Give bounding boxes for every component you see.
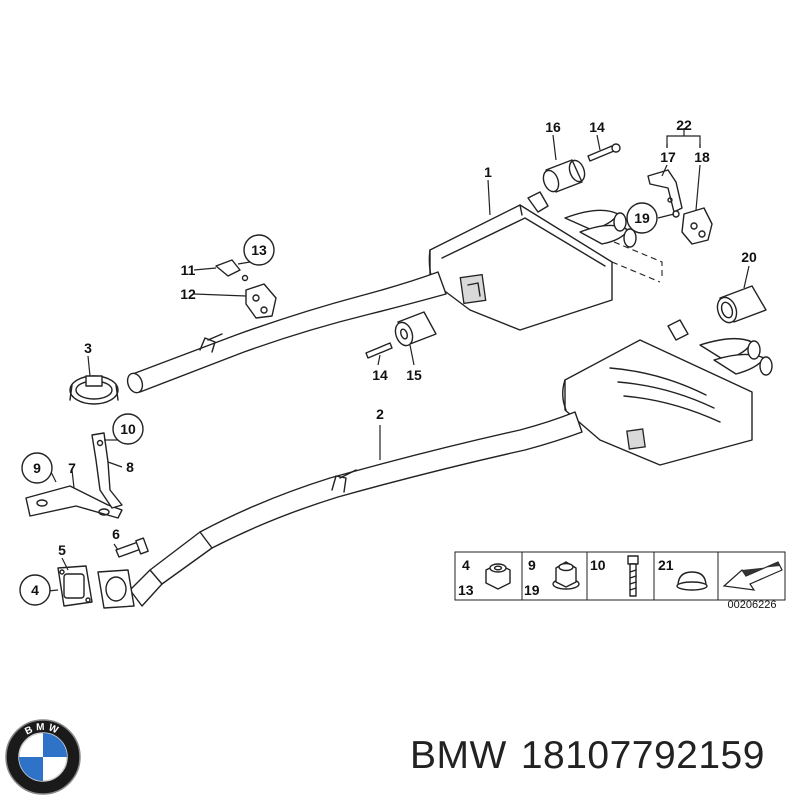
callout-1: 1 — [484, 164, 492, 180]
legend-4: 4 — [462, 557, 470, 573]
stud-bolt-icon — [627, 555, 639, 597]
callout-circles — [19, 202, 658, 606]
part-number: 18107792159 — [520, 734, 765, 777]
leader-lines — [47, 128, 750, 592]
callout-15: 15 — [406, 367, 422, 383]
flange-gasket-part-5 — [57, 565, 93, 607]
bracket-part-8 — [91, 432, 123, 509]
callout-8: 8 — [126, 459, 134, 475]
callout-3: 3 — [84, 340, 92, 356]
brand-name: BMW — [410, 734, 507, 777]
callout-19: 19 — [634, 210, 650, 226]
callout-16: 16 — [545, 119, 561, 135]
rear-muffler-part-1 — [428, 191, 637, 331]
pipe-flange — [97, 569, 135, 609]
bracket-part-17 — [647, 169, 683, 213]
exhaust-parts-diagram: 1 2 3 4 5 6 7 8 9 10 11 12 13 14 15 16 1… — [19, 117, 786, 611]
callout-2: 2 — [376, 406, 384, 422]
bolt-part-14-upper — [587, 143, 621, 162]
bolt-part-6 — [115, 537, 149, 558]
legend-9: 9 — [528, 557, 536, 573]
footer-part-info: BMW 18107792159 — [410, 734, 779, 778]
flange-nut-icon — [485, 563, 511, 590]
bracket-part-7 — [25, 485, 123, 519]
callout-4: 4 — [31, 582, 39, 598]
clamp-part-3 — [69, 375, 119, 405]
intermediate-pipe-front — [126, 271, 447, 394]
logo-letters: BMW — [23, 722, 59, 738]
legend-19: 19 — [524, 582, 540, 598]
center-muffler-part-2 — [562, 319, 773, 466]
bmw-logo: BMW — [4, 718, 82, 796]
callout-13: 13 — [251, 242, 267, 258]
callout-22: 22 — [676, 117, 692, 133]
callout-6: 6 — [112, 526, 120, 542]
callout-11: 11 — [181, 262, 196, 278]
svg-text:BMW: BMW — [23, 722, 62, 738]
tail-pipe-trim-part-20 — [716, 285, 767, 324]
callout-14-lower: 14 — [372, 367, 388, 383]
collar-nut-icon — [552, 561, 580, 590]
rubber-hanger-part-18 — [681, 207, 713, 245]
callout-9: 9 — [33, 460, 41, 476]
front-pipe-section — [129, 411, 583, 607]
legend-10: 10 — [590, 557, 606, 573]
direction-arrow-icon — [722, 561, 783, 591]
plug-cap-icon — [676, 571, 708, 591]
bracket-part-11 — [215, 259, 249, 282]
legend-13: 13 — [458, 582, 474, 598]
callout-12: 12 — [180, 286, 196, 302]
diagram-number: 00206226 — [728, 599, 777, 611]
callout-20: 20 — [741, 249, 757, 265]
callout-10: 10 — [120, 421, 136, 437]
callout-14-upper: 14 — [589, 119, 605, 135]
legend-21: 21 — [658, 557, 674, 573]
callout-18: 18 — [694, 149, 710, 165]
callout-17: 17 — [660, 149, 676, 165]
callout-7: 7 — [68, 460, 76, 476]
rubber-mount-part-15 — [394, 311, 437, 347]
hanger-part-12 — [245, 283, 277, 319]
callout-5: 5 — [58, 542, 66, 558]
bolt-part-14-lower — [365, 342, 393, 359]
rubber-mount-part-16 — [542, 159, 586, 193]
legend-strip: 4 13 9 19 10 21 — [454, 551, 786, 601]
